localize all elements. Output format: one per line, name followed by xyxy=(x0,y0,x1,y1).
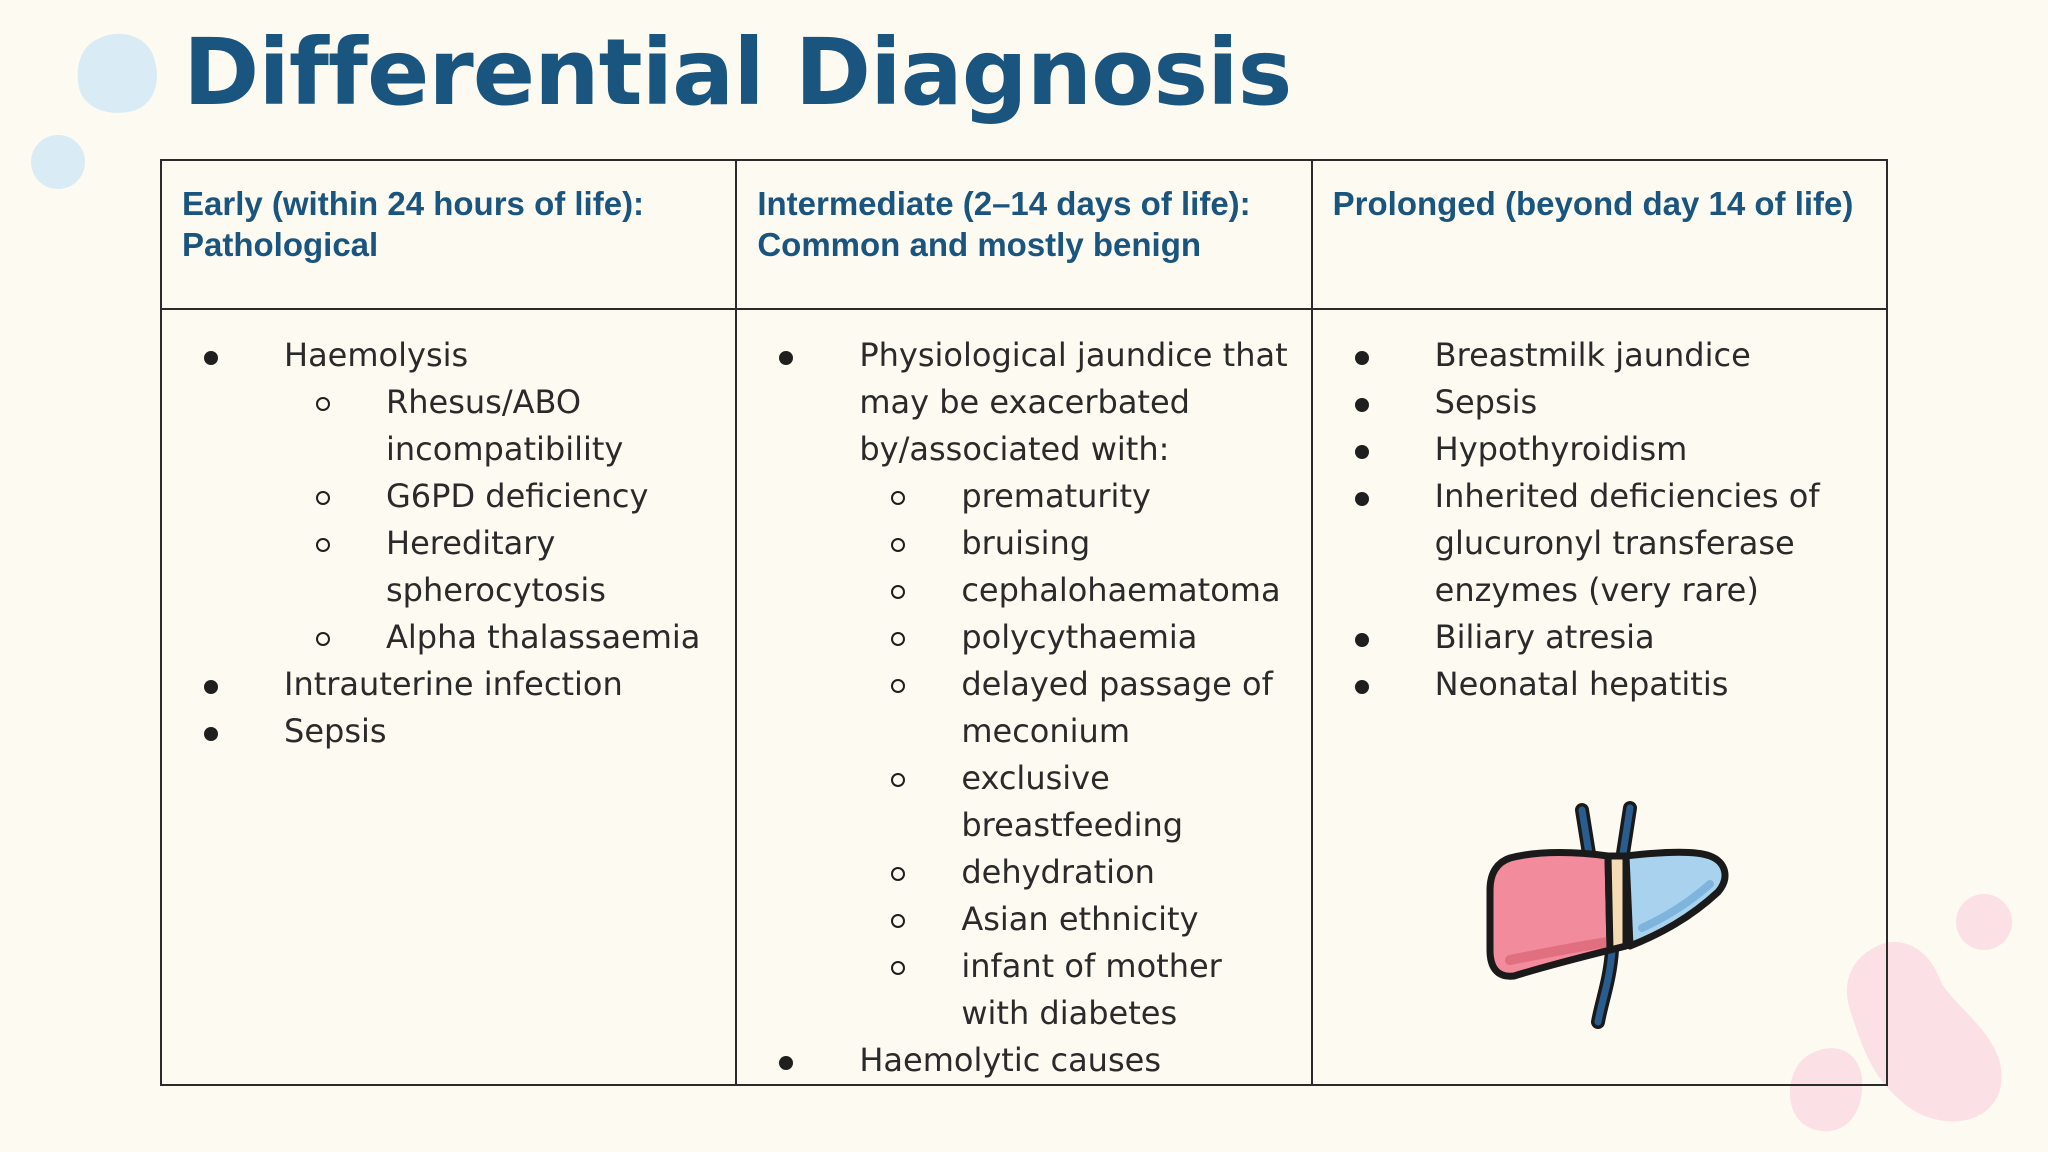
intermediate-causes-cell: Physiological jaundice that may be exace… xyxy=(735,308,1313,1086)
sublist-item: Asian ethnicity xyxy=(891,896,1290,943)
list-item-text: Haemolysis xyxy=(284,336,469,374)
column-header-prolonged: Prolonged (beyond day 14 of life) xyxy=(1310,159,1889,310)
sublist-item: cephalohaematoma xyxy=(891,567,1290,614)
list-item: Inherited deficiencies of glucuronyl tra… xyxy=(1354,473,1866,614)
sublist: Rhesus/ABO incompatibility G6PD deficien… xyxy=(284,379,715,661)
list-item-text: Physiological jaundice that may be exace… xyxy=(859,336,1288,468)
list-item: Haemolytic causes xyxy=(779,1037,1290,1084)
sublist-item: exclusive breastfeeding xyxy=(891,755,1290,849)
sublist-item: delayed passage of meconium xyxy=(891,661,1290,755)
list-item: Neonatal hepatitis xyxy=(1354,661,1866,708)
sublist: prematurity bruising cephalohaematoma po… xyxy=(859,473,1290,1037)
sublist-item: Alpha thalassaemia xyxy=(315,614,715,661)
differential-diagnosis-table: Early (within 24 hours of life): Patholo… xyxy=(159,159,1889,1086)
liver-icon xyxy=(1486,801,1729,1029)
sublist-item: dehydration xyxy=(891,849,1290,896)
prolonged-causes-list: Breastmilk jaundice Sepsis Hypothyroidis… xyxy=(1333,332,1866,708)
intermediate-causes-list: Physiological jaundice that may be exace… xyxy=(757,332,1290,1084)
list-item: Breastmilk jaundice xyxy=(1354,332,1866,379)
page-title: Differential Diagnosis xyxy=(183,19,1292,126)
table-header-row: Early (within 24 hours of life): Patholo… xyxy=(159,159,1889,310)
early-causes-cell: Haemolysis Rhesus/ABO incompatibility G6… xyxy=(159,308,738,1086)
decorative-blob-top-left xyxy=(77,33,157,113)
list-item: Physiological jaundice that may be exace… xyxy=(779,332,1290,1037)
list-item: Sepsis xyxy=(203,708,715,755)
sublist-item: bruising xyxy=(891,520,1290,567)
list-item: Biliary atresia xyxy=(1354,614,1866,661)
column-header-intermediate: Intermediate (2–14 days of life): Common… xyxy=(735,159,1313,310)
decorative-dot-left xyxy=(31,135,85,189)
sublist-item: G6PD deficiency xyxy=(315,473,715,520)
sublist-item: infant of mother with diabetes xyxy=(891,943,1290,1037)
column-header-early: Early (within 24 hours of life): Patholo… xyxy=(159,159,738,310)
prolonged-causes-cell: Breastmilk jaundice Sepsis Hypothyroidis… xyxy=(1310,308,1889,1086)
list-item: Intrauterine infection xyxy=(203,661,715,708)
sublist-item: Rhesus/ABO incompatibility xyxy=(315,379,715,473)
list-item: Hypothyroidism xyxy=(1354,426,1866,473)
early-causes-list: Haemolysis Rhesus/ABO incompatibility G6… xyxy=(182,332,715,755)
table-body-row: Haemolysis Rhesus/ABO incompatibility G6… xyxy=(159,308,1889,1086)
sublist-item: polycythaemia xyxy=(891,614,1290,661)
list-item: Sepsis xyxy=(1354,379,1866,426)
sublist-item: prematurity xyxy=(891,473,1290,520)
sublist-item: Hereditary spherocytosis xyxy=(315,520,715,614)
list-item: Haemolysis Rhesus/ABO incompatibility G6… xyxy=(203,332,715,661)
